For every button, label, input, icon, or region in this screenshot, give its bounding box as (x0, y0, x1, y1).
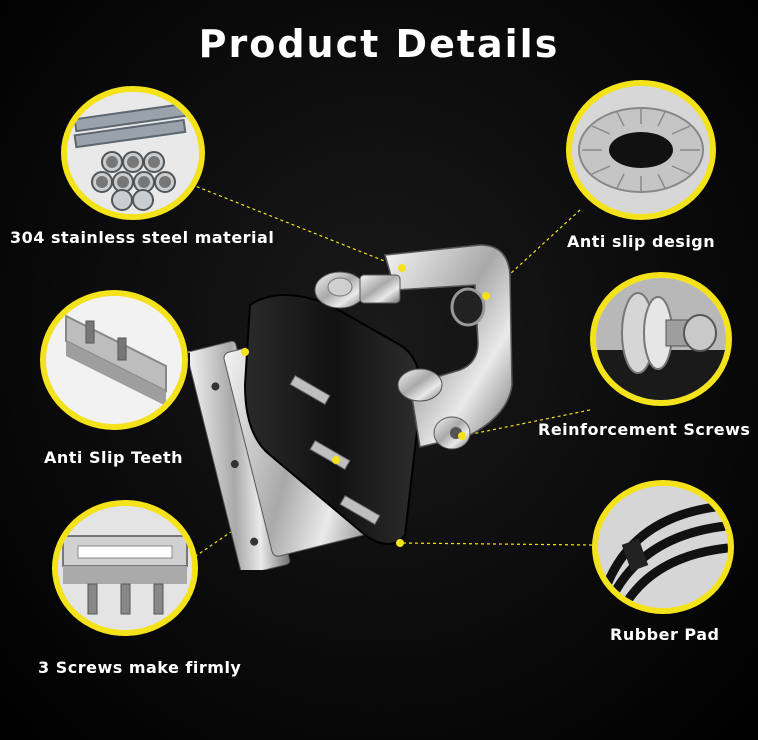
steel-tubes-icon (61, 86, 205, 220)
feature-label-rubber-pad: Rubber Pad (610, 625, 720, 644)
reinforcement-screws-icon (590, 272, 732, 406)
leader-dot (332, 456, 340, 464)
leader-dot (458, 432, 466, 440)
product-bracket-illustration (190, 244, 513, 570)
feature-label-three-screws: 3 Screws make firmly (38, 658, 242, 677)
three-screws-icon (52, 500, 198, 636)
leader-dot (482, 292, 490, 300)
leader-dot (396, 539, 404, 547)
feature-label-anti-slip-teeth: Anti Slip Teeth (44, 448, 184, 467)
feature-label-steel-material: 304 stainless steel material (10, 228, 275, 247)
rubber-pad-icon (592, 480, 734, 614)
serrated-washer-icon (566, 80, 716, 220)
feature-label-reinforcement-screws: Reinforcement Screws (538, 420, 751, 439)
leader-dot (398, 264, 406, 272)
page-title: Product Details (198, 22, 560, 66)
anti-slip-teeth-icon (40, 290, 188, 430)
feature-label-anti-slip-design: Anti slip design (567, 232, 716, 251)
leader-dot (241, 348, 249, 356)
